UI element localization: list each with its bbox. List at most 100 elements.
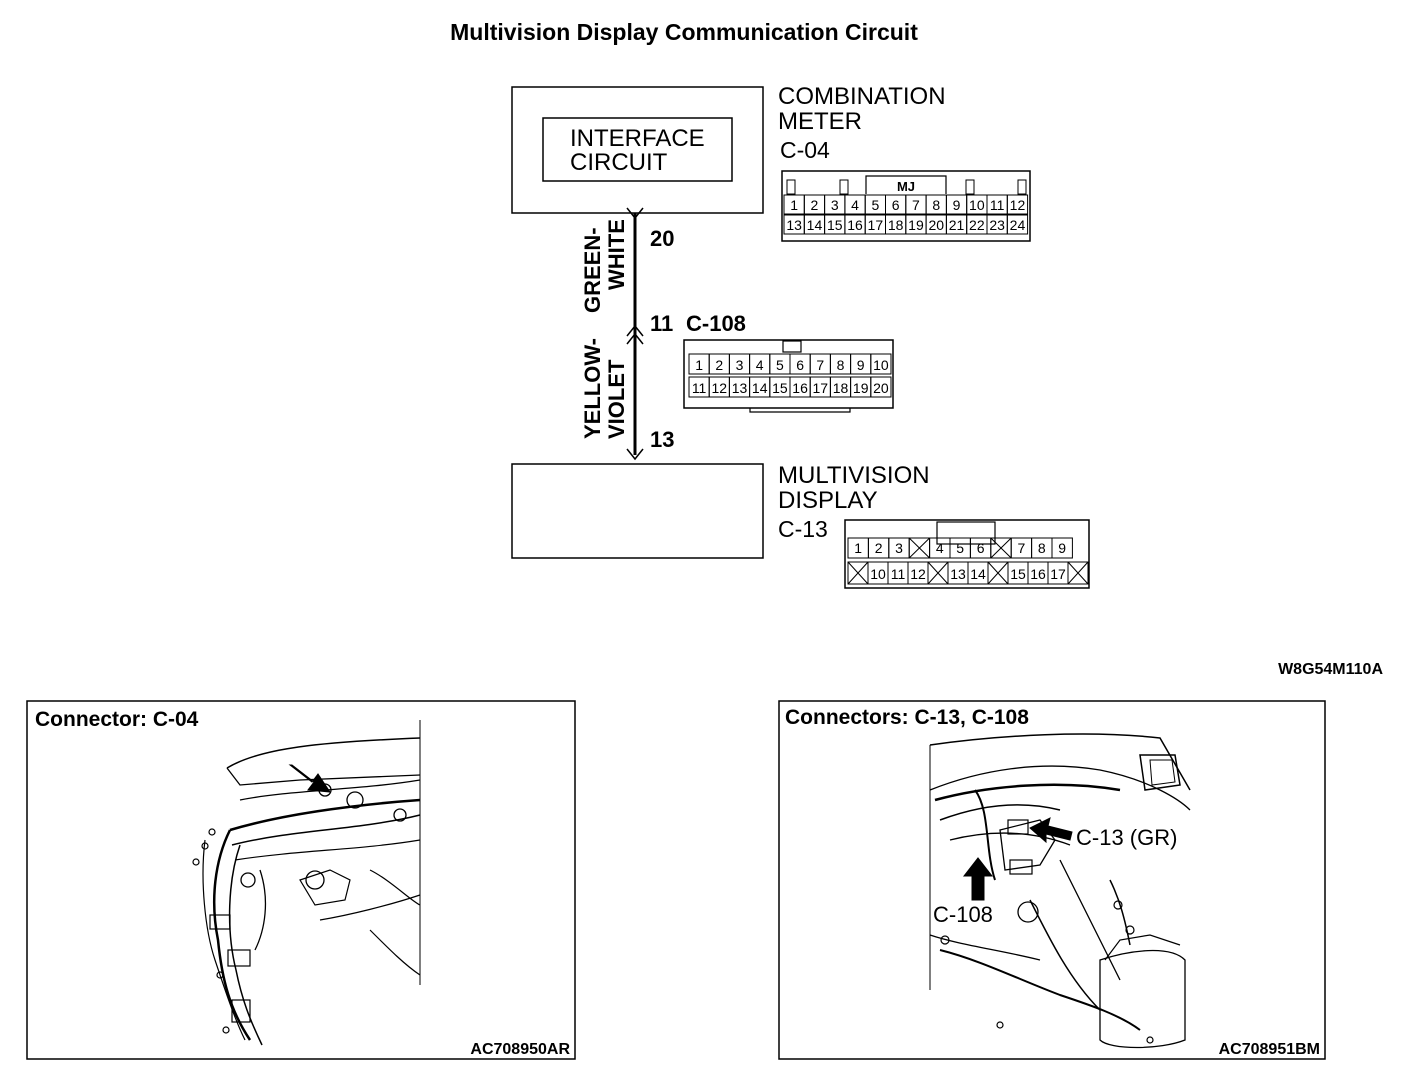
callout-c13: C-13 (GR) bbox=[1076, 825, 1177, 850]
c04-pin-number: 18 bbox=[888, 217, 904, 233]
c04-pin-number: 22 bbox=[969, 217, 985, 233]
c13-pin-number: 9 bbox=[1058, 540, 1066, 556]
panel-right-frame bbox=[778, 700, 1326, 1060]
multivision-display-label-1: MULTIVISION bbox=[778, 462, 930, 489]
c13-pin-number: 16 bbox=[1030, 566, 1046, 582]
c13-connector-id: C-13 bbox=[778, 516, 828, 542]
c04-cell bbox=[1006, 194, 1029, 215]
c108-pin-number: 11 bbox=[692, 380, 707, 396]
c04-pin-number: 23 bbox=[989, 217, 1005, 233]
c108-pin-number: 2 bbox=[715, 357, 723, 373]
c13-pin-number: 10 bbox=[870, 566, 886, 582]
c13-unused-pin-mark bbox=[927, 561, 949, 585]
c108-pin-number: 20 bbox=[873, 380, 889, 396]
c04-pin-number: 11 bbox=[990, 197, 1005, 213]
c108-pin-number: 16 bbox=[792, 380, 808, 396]
c108-pin-number: 19 bbox=[853, 380, 869, 396]
c13-pin-number: 12 bbox=[910, 566, 926, 582]
c04-pin-number: 8 bbox=[932, 197, 940, 213]
interface-circuit-label-1: INTERFACE bbox=[570, 125, 705, 152]
c04-pin-number: 24 bbox=[1010, 217, 1026, 233]
c13-pin-number: 11 bbox=[891, 566, 906, 582]
c108-pin-number: 4 bbox=[756, 357, 764, 373]
c13-pin-number: 1 bbox=[854, 540, 862, 556]
c04-pin-number: 21 bbox=[949, 217, 965, 233]
c108-connector-id: C-108 bbox=[686, 311, 746, 336]
page-title: Multivision Display Communication Circui… bbox=[450, 19, 918, 45]
c108-pointer-arrow bbox=[962, 857, 994, 901]
panel-left-frame bbox=[26, 700, 576, 1060]
c13-pin-number: 17 bbox=[1050, 566, 1066, 582]
c13-unused-pin-mark bbox=[990, 537, 1012, 559]
c108-pin-number: 12 bbox=[712, 380, 728, 396]
c04-pin-number: 19 bbox=[908, 217, 924, 233]
panel-left-heading: Connector: C-04 bbox=[35, 708, 199, 731]
pin-11-label: 11 bbox=[650, 311, 673, 336]
junction-chevron-upper bbox=[626, 324, 644, 337]
c04-cell bbox=[1006, 214, 1029, 235]
panel-right-figure-code: AC708951BM bbox=[1219, 1041, 1320, 1058]
wire-color-yellow: YELLOW- bbox=[580, 338, 605, 439]
interface-circuit-label-2: CIRCUIT bbox=[570, 149, 668, 176]
c108-pin-number: 10 bbox=[873, 357, 889, 373]
c108-pin-number: 6 bbox=[796, 357, 804, 373]
c13-pin-number: 3 bbox=[895, 540, 903, 556]
junction-chevron-lower bbox=[626, 332, 644, 345]
combination-meter-box bbox=[511, 86, 764, 214]
multivision-display-box bbox=[511, 463, 764, 559]
c04-pin-number: 6 bbox=[892, 197, 900, 213]
combination-meter-label-1: COMBINATION bbox=[778, 83, 946, 110]
console-illustration-right bbox=[929, 733, 1191, 1049]
c04-pin-number: 7 bbox=[912, 197, 920, 213]
c13-pin-number: 14 bbox=[970, 566, 986, 582]
c04-connector-tag: MJ bbox=[897, 179, 915, 194]
c13-cell bbox=[1051, 537, 1073, 559]
c04-pin-number: 12 bbox=[1010, 197, 1026, 213]
panel-right-heading: Connectors: C-13, C-108 bbox=[785, 706, 1029, 729]
c108-pin-number: 17 bbox=[813, 380, 829, 396]
c13-pin-number: 7 bbox=[1018, 540, 1026, 556]
c108-pin-number: 5 bbox=[776, 357, 784, 373]
c108-cell bbox=[870, 353, 892, 375]
c13-pin-number: 15 bbox=[1010, 566, 1026, 582]
c13-unused-pin-mark bbox=[847, 561, 869, 585]
combination-meter-label-2: METER bbox=[778, 108, 862, 135]
c13-unused-pin-mark bbox=[1067, 561, 1089, 585]
wire-color-green: GREEN- bbox=[580, 227, 605, 313]
wire-arrow-top bbox=[626, 207, 644, 220]
wire-arrow-bottom bbox=[626, 448, 644, 461]
c04-pin-number: 13 bbox=[786, 217, 802, 233]
c04-connector-id: C-04 bbox=[780, 137, 830, 163]
c108-cell bbox=[870, 376, 892, 398]
c04-pin-number: 4 bbox=[851, 197, 859, 213]
c04-pin-number: 17 bbox=[868, 217, 884, 233]
c13-unused-pin-mark bbox=[908, 537, 930, 559]
c13-pin-number: 4 bbox=[936, 540, 944, 556]
interface-circuit-box bbox=[542, 117, 733, 182]
c108-pin-number: 1 bbox=[695, 357, 703, 373]
wire-color-violet: VIOLET bbox=[604, 359, 629, 439]
c108-pin-number: 13 bbox=[732, 380, 748, 396]
panel-left-figure-code: AC708950AR bbox=[470, 1041, 570, 1058]
c108-pin-number: 8 bbox=[837, 357, 845, 373]
c108-pin-number: 15 bbox=[772, 380, 788, 396]
c04-pin-number: 10 bbox=[969, 197, 985, 213]
c04-pin-number: 9 bbox=[953, 197, 961, 213]
c04-pin-number: 20 bbox=[928, 217, 944, 233]
c04-pin-number: 5 bbox=[871, 197, 879, 213]
c108-pin-number: 18 bbox=[833, 380, 849, 396]
pin-20-label: 20 bbox=[650, 226, 674, 251]
c13-pin-number: 5 bbox=[956, 540, 964, 556]
c13-pin-number: 13 bbox=[950, 566, 966, 582]
pin-13-label: 13 bbox=[650, 427, 674, 452]
c04-pin-number: 14 bbox=[807, 217, 823, 233]
callout-c108: C-108 bbox=[933, 902, 993, 927]
c04-pointer-arrow bbox=[288, 764, 331, 793]
dashboard-illustration-left bbox=[192, 720, 421, 1046]
c108-pin-number: 3 bbox=[736, 357, 744, 373]
c13-pin-number: 6 bbox=[977, 540, 985, 556]
